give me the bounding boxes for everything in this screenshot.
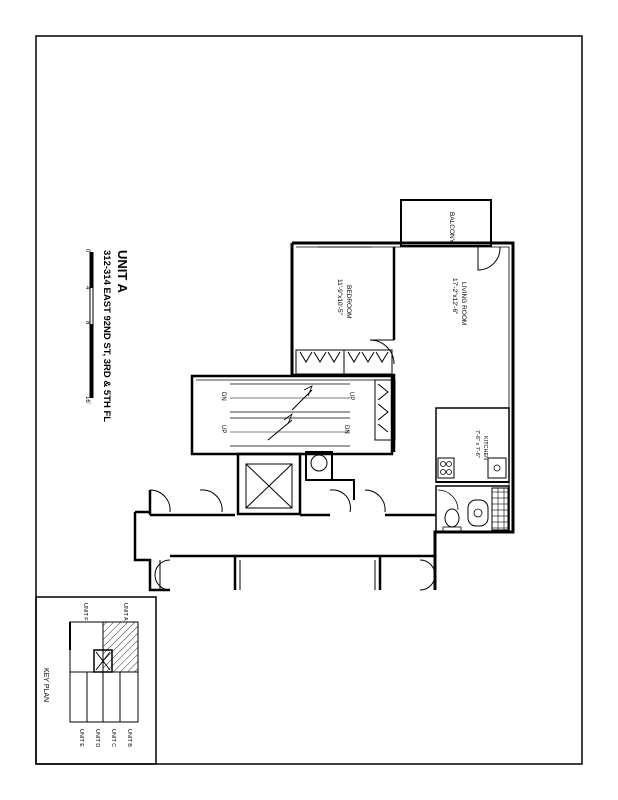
key-unit-e: UNIT E (78, 729, 84, 747)
scale-tick-0: 0 (84, 249, 90, 253)
title-block: UNIT A 312-314 EAST 92ND ST, 3RD & 5TH F… (84, 249, 130, 422)
bedroom-dims: 11'-9"x10'-5" (336, 279, 343, 316)
kitchen-dims: 7'-6" x 7'-6" (474, 430, 480, 458)
scale-tick-8: 8' (84, 321, 90, 325)
sheet-border (35, 35, 583, 765)
key-unit-d: UNIT D (94, 729, 100, 747)
living-room-label: LIVING ROOM (460, 282, 467, 325)
living-room-dims: 17'-2"x12'-6" (451, 278, 458, 315)
key-plan: KEY PLAN UNIT A UNIT F UNIT B UNIT C UNI… (35, 596, 157, 765)
key-plan-title: KEY PLAN (42, 668, 49, 702)
scale-tick-4: 4' (84, 286, 90, 290)
bathroom (435, 485, 510, 533)
scale-tick-16: 16' (84, 396, 90, 404)
kitchen (435, 407, 510, 483)
stair-dn-1: DN (220, 392, 226, 401)
service-closet (305, 451, 355, 500)
elevator (236, 452, 302, 516)
kitchen-label: KITCHEN (482, 436, 488, 460)
stair-up-1: UP (348, 392, 354, 400)
scale-bar: 0 4' 8' 16' (84, 249, 94, 404)
corridor (133, 489, 437, 592)
balcony (400, 199, 492, 247)
balcony-label: BALCONY (448, 212, 455, 244)
key-unit-a: UNIT A (122, 603, 128, 621)
unit-title: UNIT A (115, 250, 130, 293)
key-plan-frame (35, 596, 157, 765)
stair-core (190, 374, 394, 456)
stair-up-2: UP (220, 425, 226, 433)
stair-dn-2: DN (343, 425, 349, 434)
room-labels: BALCONY LIVING ROOM 17'-2"x12'-6" BEDROO… (220, 212, 488, 460)
key-unit-b: UNIT B (126, 729, 132, 747)
key-unit-f: UNIT F (82, 603, 88, 621)
bedroom-door (369, 339, 395, 365)
floor-plan (133, 199, 515, 592)
bedroom-label: BEDROOM (345, 285, 352, 319)
key-unit-c: UNIT C (110, 729, 116, 747)
living-door (477, 246, 501, 271)
address-title: 312-314 EAST 92ND ST, 3RD & 5TH FL (101, 250, 112, 422)
unit-outer-wall (290, 241, 515, 590)
